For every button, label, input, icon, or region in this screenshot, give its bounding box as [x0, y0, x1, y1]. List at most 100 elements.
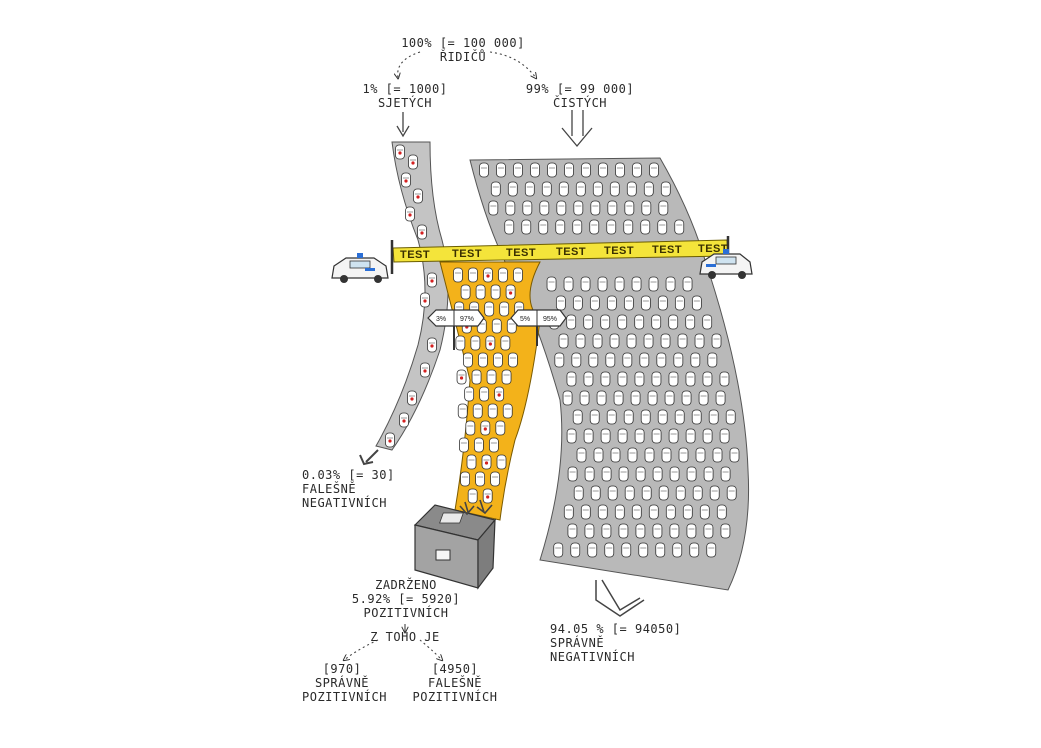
car-icon	[579, 390, 590, 406]
car-icon	[632, 162, 642, 178]
car-icon	[475, 471, 485, 487]
car-icon	[500, 335, 511, 351]
car-icon	[716, 504, 727, 520]
car-icon	[689, 542, 700, 558]
car-icon	[651, 314, 662, 330]
car-icon	[617, 314, 628, 330]
false-positive-label: [4950] FALEŠNĚ POZITIVNÍCH	[410, 662, 500, 704]
flow-arrows	[344, 51, 645, 660]
car-icon	[572, 295, 583, 311]
car-icon	[558, 181, 569, 197]
car-icon	[575, 181, 586, 197]
tape-word: TEST	[698, 243, 728, 255]
drunk-car-icon	[483, 267, 493, 283]
car-icon	[617, 428, 628, 444]
car-icon	[605, 352, 616, 368]
drunk-car-icon	[407, 390, 417, 406]
right-sign-left: 5%	[520, 316, 530, 323]
car-icon	[643, 333, 654, 349]
drunk-car-icon	[417, 224, 427, 240]
total-drivers-value: 100% [= 100 000]	[401, 36, 525, 50]
detained-label: ZADRŽENO 5.92% [= 5920] POZITIVNÍCH	[346, 578, 466, 620]
car-icon	[597, 276, 608, 292]
car-icon	[665, 276, 676, 292]
car-icon	[673, 352, 684, 368]
car-icon	[624, 485, 635, 501]
drunk-car-icon	[480, 420, 491, 436]
car-icon	[660, 181, 671, 197]
car-icon	[682, 276, 693, 292]
car-icon	[610, 447, 621, 463]
drunk-car-icon	[399, 412, 409, 428]
car-icon	[501, 369, 512, 385]
car-icon	[668, 428, 679, 444]
car-icon	[539, 200, 550, 216]
car-icon	[570, 542, 581, 558]
true-negative-value: 94.05 % [= 94050]	[550, 622, 682, 636]
car-icon	[601, 466, 612, 482]
car-icon	[656, 352, 667, 368]
car-icon	[621, 542, 632, 558]
clean-drivers-caption: ČISTÝCH	[552, 96, 608, 110]
car-icon	[677, 333, 688, 349]
car-icon	[691, 295, 702, 311]
car-icon	[563, 504, 574, 520]
car-icon	[634, 371, 645, 387]
car-icon	[640, 409, 651, 425]
car-icon	[593, 447, 604, 463]
car-icon	[506, 318, 517, 334]
car-icon	[686, 466, 697, 482]
car-icon	[493, 352, 503, 368]
car-icon	[488, 200, 499, 216]
car-icon	[665, 504, 676, 520]
car-icon	[692, 485, 703, 501]
car-icon	[668, 314, 679, 330]
car-icon	[558, 333, 569, 349]
total-drivers-caption: ŘIDIČŮ	[439, 50, 487, 64]
car-icon	[468, 267, 478, 283]
car-icon	[661, 447, 672, 463]
tape-word: TEST	[506, 247, 536, 259]
car-icon	[643, 181, 654, 197]
clean-drivers-label: 99% [= 99 000] ČISTÝCH	[520, 82, 640, 110]
car-icon	[600, 371, 611, 387]
car-icon	[589, 295, 600, 311]
car-icon	[626, 181, 637, 197]
car-icon	[606, 409, 617, 425]
car-icon	[694, 333, 705, 349]
car-icon	[709, 485, 720, 501]
car-icon	[607, 485, 618, 501]
car-icon	[725, 409, 736, 425]
car-icon	[490, 284, 501, 300]
car-icon	[719, 371, 730, 387]
drunk-car-icon	[405, 206, 415, 222]
false-positive-caption-2: POZITIVNÍCH	[412, 690, 498, 704]
drunk-car-icon	[420, 362, 430, 378]
right-direction-sign: 5% 95%	[510, 309, 567, 346]
car-icon	[541, 181, 552, 197]
clean-drivers-value: 99% [= 99 000]	[525, 82, 635, 96]
car-icon	[631, 504, 642, 520]
car-icon	[588, 352, 599, 368]
car-icon	[657, 219, 668, 235]
car-icon	[720, 466, 731, 482]
car-icon	[471, 369, 482, 385]
car-icon	[682, 504, 693, 520]
car-icon	[698, 390, 709, 406]
false-negative-caption-1: FALEŠNĚ	[302, 482, 357, 496]
car-icon	[707, 352, 718, 368]
true-positive-value: [970]	[322, 662, 362, 676]
car-icon	[590, 200, 601, 216]
car-icon	[644, 447, 655, 463]
car-icon	[513, 162, 523, 178]
car-icon	[685, 428, 696, 444]
tape-word: TEST	[400, 249, 430, 261]
drunk-car-icon	[420, 292, 430, 308]
car-icon	[571, 352, 582, 368]
car-icon	[699, 504, 710, 520]
true-positive-label: [970] SPRÁVNĚ POZITIVNÍCH	[302, 662, 386, 704]
car-icon	[498, 267, 508, 283]
car-icon	[538, 219, 549, 235]
car-icon	[592, 181, 603, 197]
car-icon	[640, 219, 651, 235]
